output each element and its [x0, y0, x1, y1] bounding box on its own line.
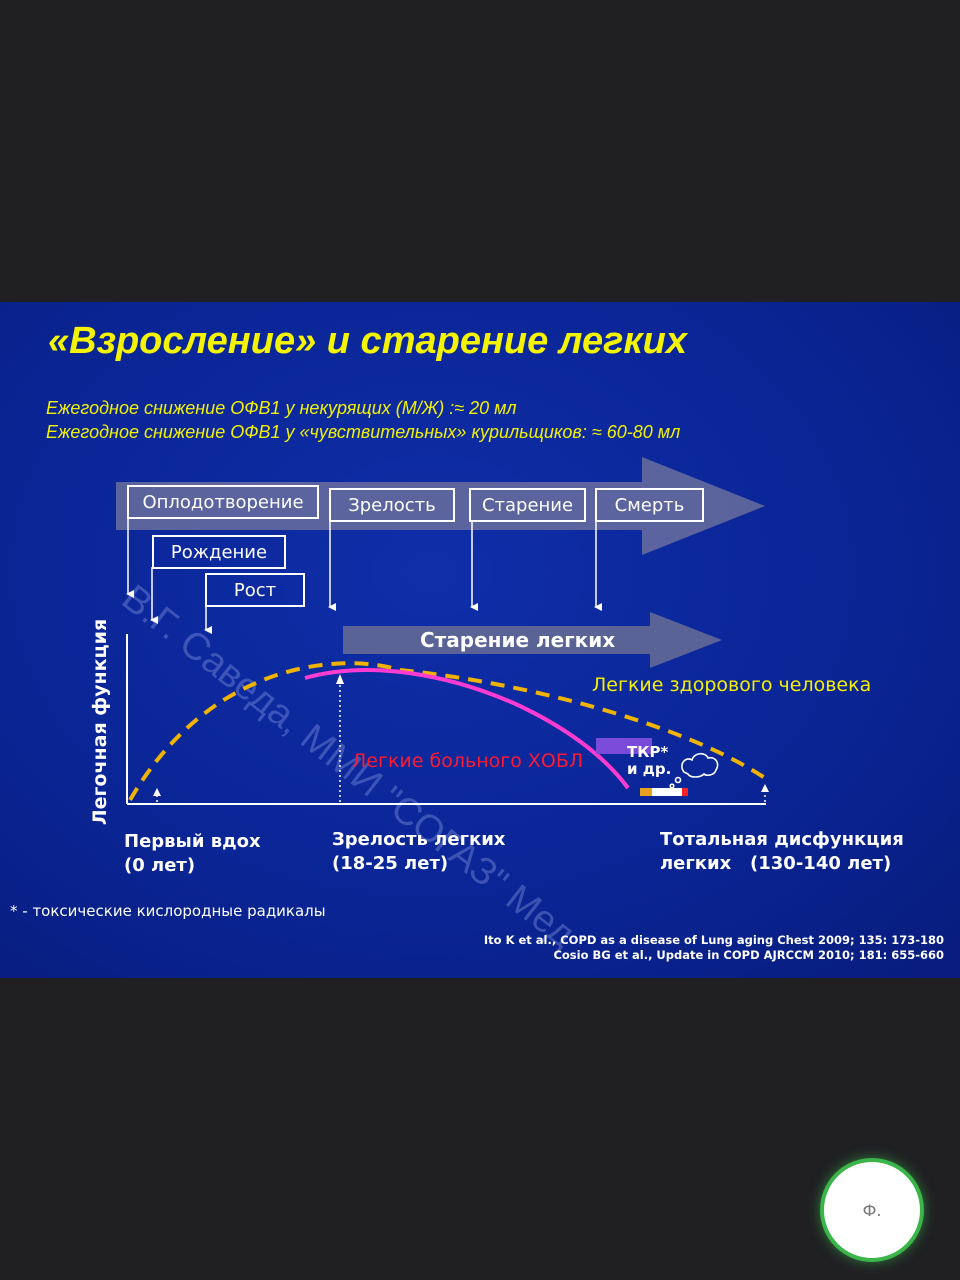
stage-death: Смерть — [595, 488, 704, 522]
timeline-arrow — [116, 457, 765, 555]
tkr-label: ТКР* и др. — [627, 743, 672, 778]
footnote: * - токсические кислородные радикалы — [10, 902, 326, 920]
lung-aging-arrow — [343, 612, 722, 668]
diagram-graphics — [116, 457, 769, 805]
healthy-lungs-label: Легкие здорового человека — [592, 674, 872, 696]
stage-birth: Рождение — [152, 535, 286, 569]
x-label-lung-maturity: Зрелость легких (18-25 лет) — [332, 829, 506, 874]
floating-action-button[interactable]: Ф. — [820, 1158, 924, 1262]
fab-label: Ф. — [862, 1200, 882, 1220]
stage-growth: Рост — [205, 573, 305, 607]
slide-title: «Взросление» и старение легких — [48, 320, 687, 362]
copd-lungs-label: Легкие больного ХОБЛ — [352, 750, 584, 772]
smoke-cloud-icon — [669, 752, 719, 789]
slide: В.Г. Саведа, ММИ "СОГАЗ" Мед «Взросление… — [0, 302, 960, 978]
subtitle-nonsmokers: Ежегодное снижение ОФВ1 у некурящих (М/Ж… — [46, 398, 517, 418]
lung-aging-label: Старение легких — [420, 628, 616, 652]
subtitle-smokers: Ежегодное снижение ОФВ1 у «чувствительны… — [46, 422, 681, 442]
tkr-arrow — [596, 738, 652, 754]
citations: Ito K et al., COPD as a disease of Lung … — [483, 933, 944, 962]
y-axis-label: Легочная функция — [89, 618, 111, 826]
x-label-total-dysfunction: Тотальная дисфункция легких (130-140 лет… — [660, 829, 904, 874]
stage-maturity: Зрелость — [329, 488, 455, 522]
copd-curve — [304, 668, 630, 790]
stage-aging: Старение — [469, 488, 586, 522]
stage-fertilization: Оплодотворение — [127, 485, 319, 519]
x-label-first-breath: Первый вдох (0 лет) — [124, 831, 261, 876]
cigarette-icon — [640, 788, 688, 796]
